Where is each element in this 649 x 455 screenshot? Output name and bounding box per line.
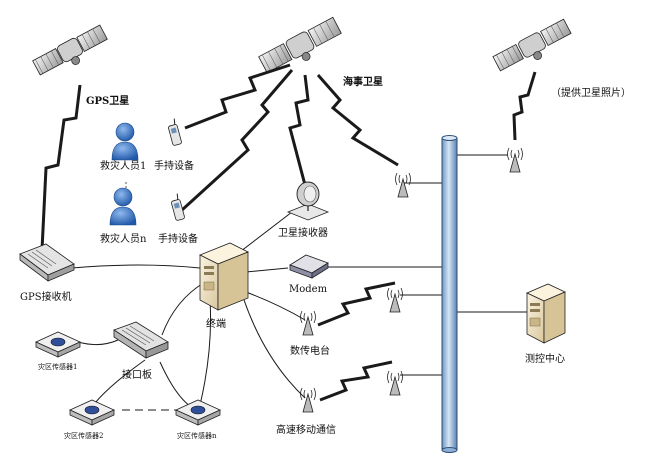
network-backbone xyxy=(441,135,458,453)
modem-label: Modem xyxy=(289,284,328,295)
sensor-n-label: 灾区传感器n xyxy=(177,432,217,440)
gps-receiver-icon xyxy=(19,243,75,282)
terminal-server-icon xyxy=(199,242,249,311)
handheld1-wireless-link xyxy=(184,63,291,130)
handheld-1-label: 手持设备 xyxy=(154,161,194,172)
radio-wireless-link xyxy=(317,281,396,327)
high-speed-mobile-label: 高速移动通信 xyxy=(276,425,336,436)
terminal-to-modem-line xyxy=(245,267,289,273)
antenna-icon xyxy=(387,287,403,313)
maritime-antenna-wireless-link xyxy=(316,74,399,167)
terminal-label: 终端 xyxy=(206,319,226,330)
handheld-device-icon xyxy=(168,118,182,146)
gps-receiver-label: GPS接收机 xyxy=(20,292,72,303)
rescuer-n-label: 救灾人员n xyxy=(100,234,147,245)
terminal-to-interface-line xyxy=(161,281,206,336)
sensor-2-label: 灾区传感器2 xyxy=(64,432,104,440)
gps-satellite-icon xyxy=(32,24,108,76)
handheld2-wireless-link xyxy=(180,69,294,212)
terminal-to-radio-line xyxy=(245,291,306,321)
modem-icon xyxy=(289,254,329,279)
sensor-icon xyxy=(69,399,115,426)
wireless-links xyxy=(40,63,537,402)
interface-board-icon xyxy=(113,321,169,359)
interface-to-sensor2-line xyxy=(94,359,146,404)
satellite-dish-icon xyxy=(286,181,330,221)
antenna-icon xyxy=(300,387,316,413)
maritime-satellite-label: 海事卫星 xyxy=(343,77,383,88)
rescuer-1-label: 救灾人员1 xyxy=(100,161,147,172)
antenna-icon xyxy=(300,310,316,336)
maritime-satellite-icon xyxy=(258,16,342,74)
satellite-receiver-label: 卫星接收器 xyxy=(278,228,328,239)
gps-satellite-label: GPS卫星 xyxy=(86,96,130,107)
person-icon xyxy=(111,122,139,161)
antenna-icon xyxy=(507,147,523,173)
person-icon xyxy=(109,187,137,226)
gps-to-terminal-line xyxy=(71,264,201,269)
control-center-server-icon xyxy=(526,283,566,344)
sensor-1-label: 灾区传感器1 xyxy=(38,363,78,371)
control-center-label: 测控中心 xyxy=(525,354,565,365)
terminal-to-sensor-n-line xyxy=(199,299,212,406)
mobile-wireless-link xyxy=(319,360,393,402)
interface-board-label: 接口板 xyxy=(122,370,152,381)
photo-satellite-wireless-link xyxy=(512,71,537,141)
receiver-wireless-link xyxy=(288,74,310,186)
sensor-icon xyxy=(35,331,81,358)
gps-wireless-link xyxy=(40,84,82,251)
antenna-icon xyxy=(387,370,403,396)
interface-to-sensor1-line xyxy=(77,339,119,346)
photo-satellite-icon xyxy=(492,18,572,72)
terminal-to-mobile-line xyxy=(243,299,306,399)
interface-to-sensor-n-line xyxy=(159,361,191,407)
handheld-2-label: 手持设备 xyxy=(158,234,198,245)
data-radio-label: 数传电台 xyxy=(290,346,330,357)
photo-satellite-label: （提供卫星照片） xyxy=(551,88,631,99)
sensor-icon xyxy=(175,399,221,426)
antenna-icon xyxy=(395,172,411,198)
handheld-device-icon xyxy=(171,193,185,221)
